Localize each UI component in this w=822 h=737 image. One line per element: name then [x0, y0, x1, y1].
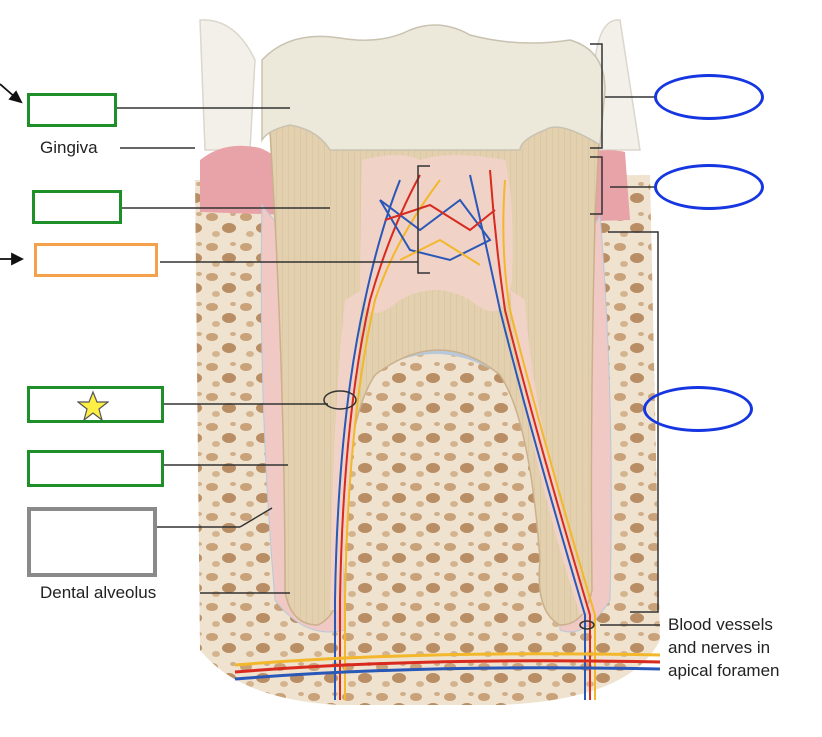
- answer-box-cementum[interactable]: [27, 450, 164, 487]
- answer-box-pulp[interactable]: [34, 243, 158, 277]
- arrows: [0, 83, 25, 266]
- answer-box-dentin[interactable]: [32, 190, 122, 224]
- pulp-cavity: [330, 155, 590, 615]
- label-blood-vessels-line3: apical foramen: [668, 661, 780, 680]
- answer-box-root-canal[interactable]: [27, 386, 164, 423]
- answer-oval-neck[interactable]: [654, 164, 764, 210]
- label-dental-alveolus: Dental alveolus: [40, 583, 157, 602]
- neighbor-tooth-left: [199, 19, 256, 151]
- answer-oval-root[interactable]: [643, 386, 753, 432]
- answer-box-periodontal-ligament[interactable]: [27, 507, 157, 577]
- answer-oval-crown[interactable]: [654, 74, 764, 120]
- enamel: [261, 24, 606, 151]
- label-gingiva: Gingiva: [40, 138, 98, 157]
- pulp-vessels: [334, 169, 596, 700]
- star-icon: [77, 390, 109, 422]
- label-blood-vessels-line1: Blood vessels: [668, 615, 773, 634]
- label-blood-vessels-line2: and nerves in: [668, 638, 771, 657]
- interradicular-bone: [345, 350, 540, 625]
- base-vessels: [234, 652, 661, 681]
- answer-box-enamel[interactable]: [27, 93, 117, 127]
